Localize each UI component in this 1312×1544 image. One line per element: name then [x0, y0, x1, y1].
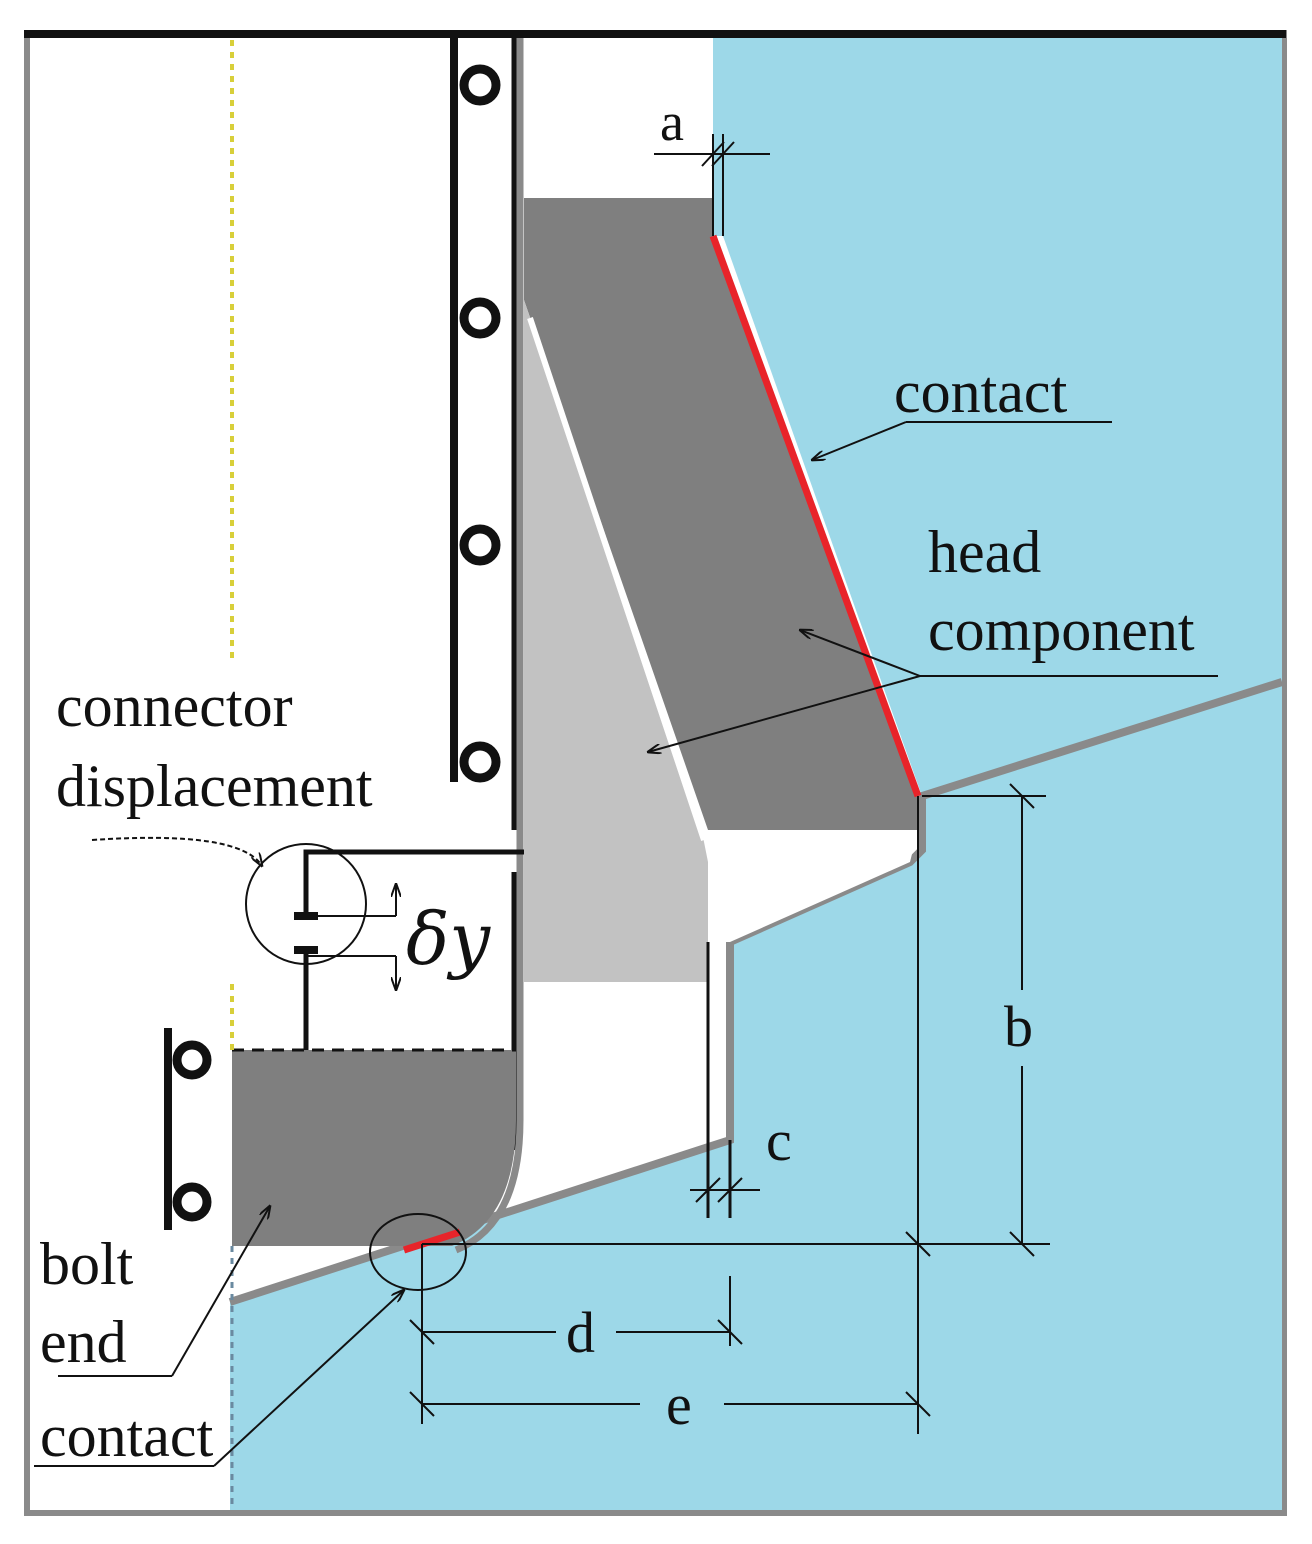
- gap-line: [527, 317, 707, 841]
- contact-line-bottom: [402, 1228, 462, 1254]
- dimension-a: [654, 134, 770, 236]
- connector-element: [91, 836, 524, 1050]
- head-notch: [708, 830, 918, 942]
- light-grey-part: [524, 300, 708, 982]
- steel-upper-block: [723, 38, 1282, 796]
- dimension-d: [409, 1244, 743, 1424]
- dimension-e: [409, 796, 931, 1434]
- bolt-end-outline: [454, 1080, 524, 1254]
- spring-chain-lower: [164, 1028, 212, 1230]
- contact-label-bottom: contact: [40, 1403, 214, 1469]
- dim-label-d: d: [566, 1300, 595, 1365]
- leader-bolt-end: [58, 1206, 270, 1377]
- bolt-label-line2: end: [40, 1309, 127, 1375]
- dimension-c: [690, 1177, 760, 1203]
- leader-contact-bottom: [34, 1290, 404, 1467]
- connector-label-line1: connector: [56, 673, 293, 739]
- dim-label-c: c: [766, 1108, 792, 1173]
- dimension-b: [422, 783, 1050, 1257]
- dim-label-a: a: [660, 92, 684, 152]
- leader-contact-top: [812, 421, 1112, 460]
- head-component: [524, 198, 918, 830]
- connector-label-line2: displacement: [56, 753, 373, 819]
- dim-label-e: e: [666, 1372, 692, 1437]
- contact-label-top: contact: [894, 359, 1068, 425]
- bolt-label-line1: bolt: [40, 1231, 134, 1297]
- spring-chain-upper: [450, 38, 501, 783]
- top-border: [24, 30, 1286, 38]
- bolt-end: [232, 1050, 516, 1246]
- delta-y-label: δy: [406, 897, 491, 981]
- leader-head-component: [648, 630, 1218, 752]
- head-label-line2: component: [928, 597, 1195, 663]
- contact-line-top: [709, 234, 922, 798]
- head-label-line1: head: [928, 519, 1041, 585]
- dim-label-b: b: [1004, 994, 1033, 1059]
- steel-lower-block: [230, 682, 1282, 1510]
- contact-circle: [369, 1213, 467, 1291]
